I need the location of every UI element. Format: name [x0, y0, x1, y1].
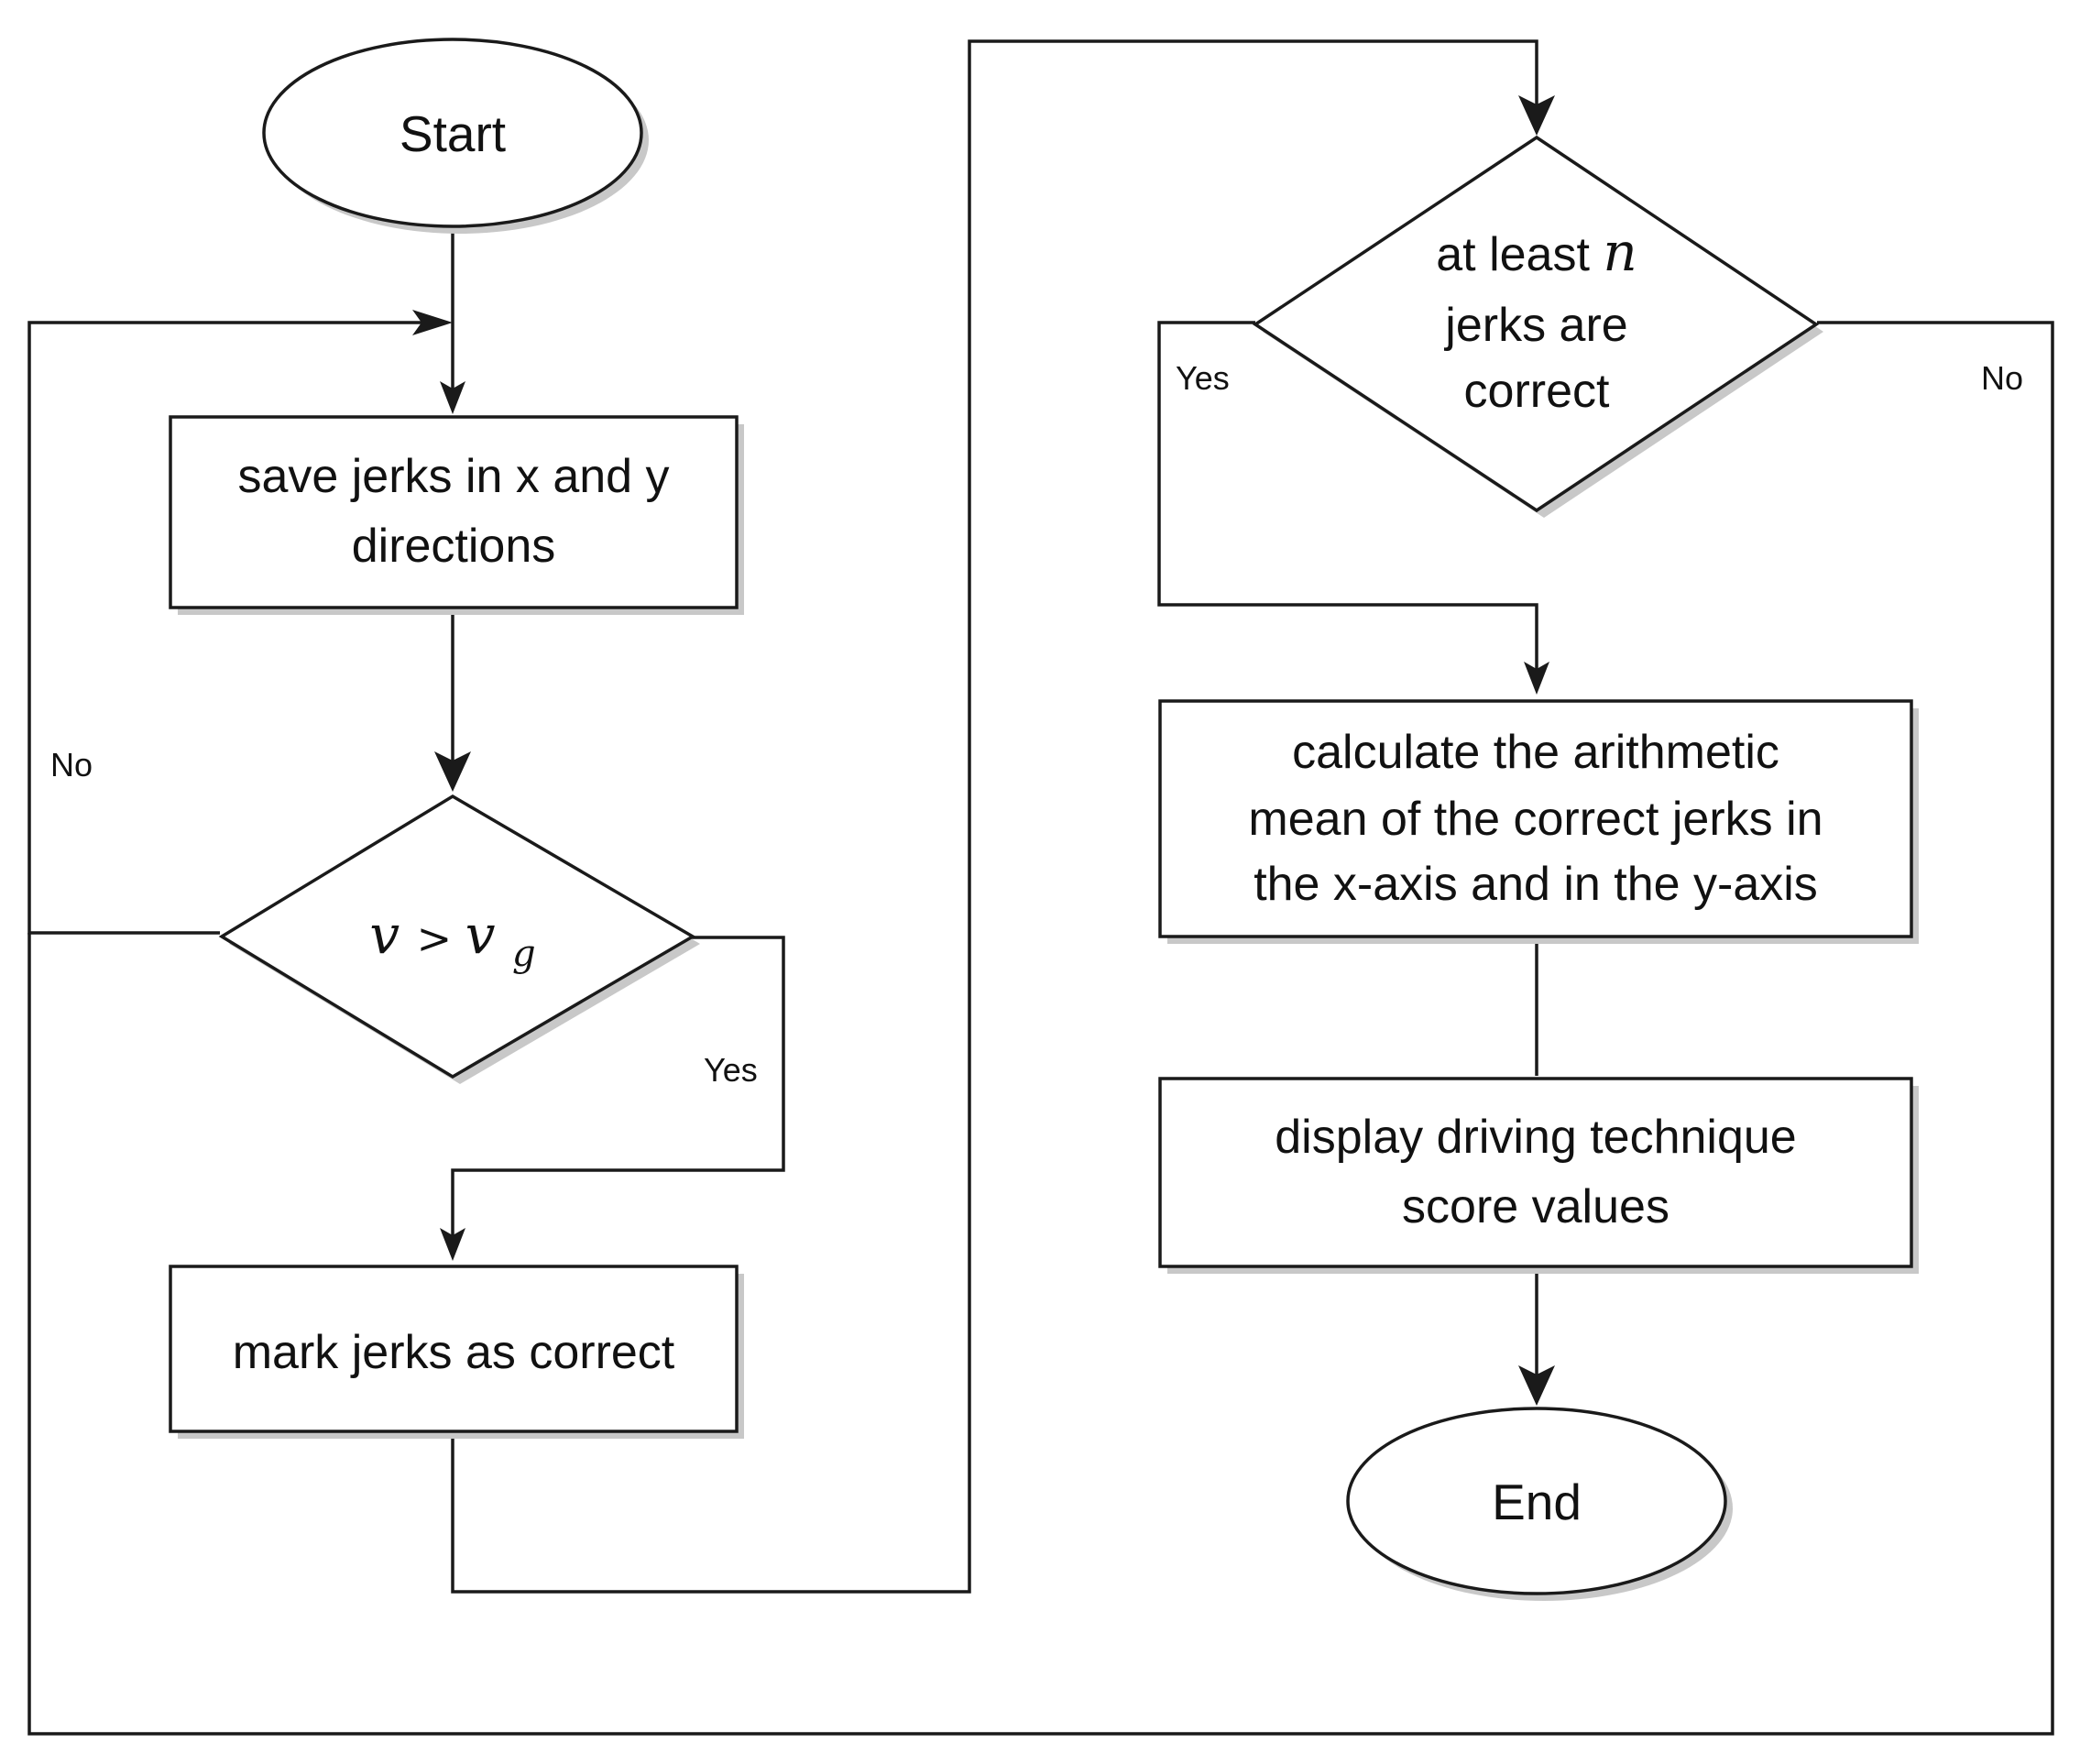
save-jerks-line-1: save jerks in x and y — [237, 450, 669, 503]
check-line-1: at least n — [1436, 221, 1637, 283]
check-line-3: correct — [1464, 365, 1610, 418]
arrowhead-loop-merge — [412, 310, 453, 335]
arrowheads — [412, 95, 1555, 1406]
edge-check-no-loop — [27, 321, 2054, 1736]
end-node: End — [1346, 1407, 1727, 1595]
mark-jerks-box: mark jerks as correct — [169, 1265, 739, 1433]
display-line-1: display driving technique — [1275, 1111, 1796, 1164]
calculate-line-2: mean of the correct jerks in — [1248, 793, 1823, 846]
arrowhead-condition — [434, 751, 471, 792]
edge-labels: No Yes Yes No — [50, 359, 2023, 1089]
edge-mark-check — [451, 39, 1538, 1594]
edge-check-yes — [1157, 321, 1538, 674]
end-label: End — [1492, 1474, 1582, 1530]
condition-operator: > — [417, 914, 465, 963]
save-jerks-box: save jerks in x and y directions — [169, 415, 739, 609]
check-yes-label: Yes — [1176, 359, 1230, 397]
jerk-count-check-diamond: at least n jerks are correct — [1252, 135, 1820, 513]
condition-no-label: No — [50, 746, 93, 783]
mark-jerks-label: mark jerks as correct — [233, 1326, 675, 1379]
condition-rhs: v — [465, 904, 496, 966]
edge-condition-yes — [451, 936, 785, 1242]
check-no-label: No — [1981, 359, 2023, 397]
calculate-line-3: the x-axis and in the y-axis — [1253, 858, 1818, 911]
calculate-line-1: calculate the arithmetic — [1292, 726, 1779, 779]
condition-yes-label: Yes — [704, 1051, 758, 1089]
arrowhead-end — [1518, 1365, 1555, 1406]
display-line-2: score values — [1402, 1180, 1669, 1233]
arrowhead-calc — [1524, 662, 1549, 695]
check-line-2: jerks are — [1443, 299, 1627, 352]
condition-expression: v > v g — [369, 904, 535, 975]
arrowhead-check — [1518, 95, 1555, 136]
start-label: Start — [400, 105, 506, 162]
save-jerks-line-2: directions — [352, 520, 556, 573]
edge-condition-no-loop — [27, 321, 431, 935]
speed-condition-diamond: v > v g — [218, 794, 696, 1079]
arrowhead-save — [440, 381, 465, 414]
condition-rhs-subscript: g — [512, 933, 536, 975]
calculate-mean-box: calculate the arithmetic mean of the cor… — [1158, 699, 1913, 938]
start-node: Start — [262, 38, 643, 228]
connectors — [27, 39, 2054, 1736]
condition-lhs: v — [369, 904, 400, 966]
display-score-box: display driving technique score values — [1158, 1077, 1913, 1268]
arrowhead-mark — [440, 1228, 465, 1261]
